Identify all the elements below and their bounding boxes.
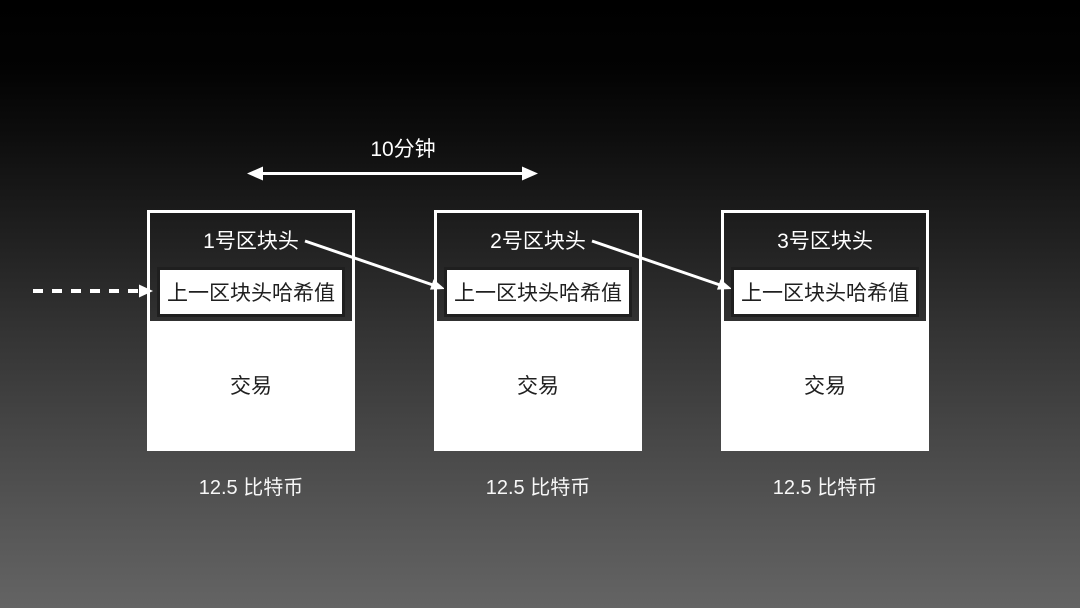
block-2-transactions-label: 交易 xyxy=(517,374,559,398)
block-3-title: 3号区块头 xyxy=(777,230,873,253)
block-1-reward-label: 12.5 比特币 xyxy=(198,477,304,499)
previous-hash-dashed-arrow xyxy=(33,284,153,298)
block-3-transactions-label: 交易 xyxy=(804,374,846,398)
block-1-prev-hash-label: 上一区块头哈希值 xyxy=(167,282,335,305)
block-2-title: 2号区块头 xyxy=(490,230,586,253)
block-2: 2号区块头 上一区块头哈希值 交易 xyxy=(434,210,642,451)
block-2-reward-label: 12.5 比特币 xyxy=(485,477,591,499)
block-1: 1号区块头 上一区块头哈希值 交易 xyxy=(147,210,355,451)
block-3-prev-hash-box: 上一区块头哈希值 xyxy=(731,267,919,317)
block-3-reward-label: 12.5 比特币 xyxy=(772,477,878,499)
arrowhead-right-icon xyxy=(522,166,538,181)
block-1-transactions-label: 交易 xyxy=(230,374,272,398)
ten-minute-interval-arrow xyxy=(247,166,538,181)
block-3-transactions: 交易 xyxy=(724,321,926,448)
interval-label: 10分钟 xyxy=(370,138,436,161)
block-2-prev-hash-box: 上一区块头哈希值 xyxy=(444,267,632,317)
block-2-transactions: 交易 xyxy=(437,321,639,448)
block-1-prev-hash-box: 上一区块头哈希值 xyxy=(157,267,345,317)
block-1-transactions: 交易 xyxy=(150,321,352,448)
block-2-prev-hash-label: 上一区块头哈希值 xyxy=(454,282,622,305)
block-3: 3号区块头 上一区块头哈希值 交易 xyxy=(721,210,929,451)
arrowhead-left-icon xyxy=(247,166,263,181)
block-1-title: 1号区块头 xyxy=(203,230,299,253)
block-3-prev-hash-label: 上一区块头哈希值 xyxy=(741,282,909,305)
